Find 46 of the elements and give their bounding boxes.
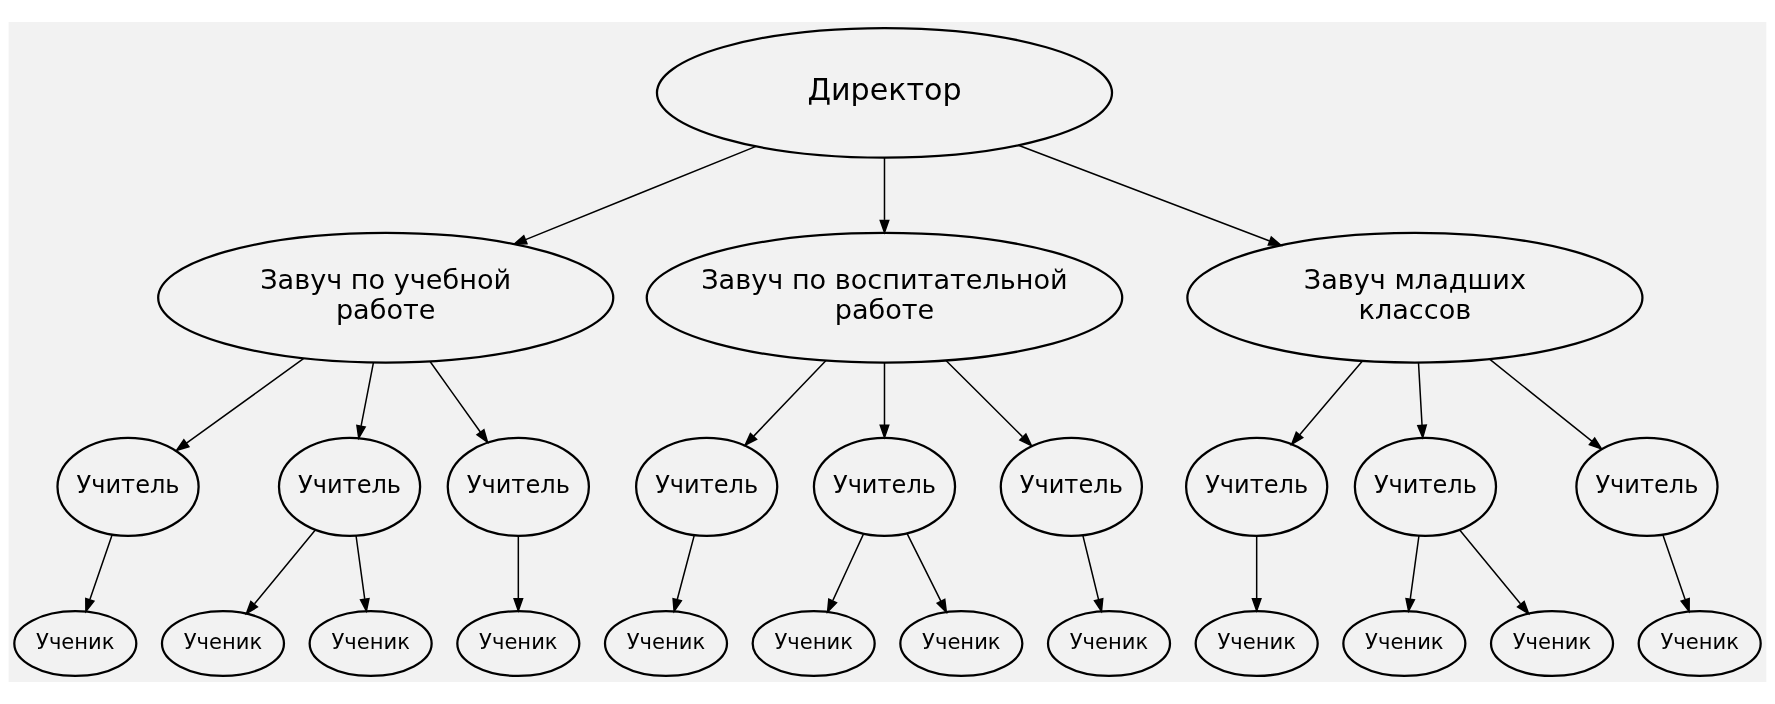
arrow <box>945 359 1034 448</box>
arrow <box>1662 534 1690 614</box>
node-ellipse: Ученик <box>1637 610 1762 678</box>
node-ellipse: Учитель <box>812 436 957 537</box>
node-ellipse: Ученик <box>13 610 138 678</box>
node-ellipse: Учитель <box>999 436 1144 537</box>
arrow <box>429 361 489 444</box>
arrow <box>906 532 948 615</box>
node-ellipse: Завуч младших классов <box>1186 231 1644 364</box>
arrow <box>174 357 305 452</box>
node-ellipse: Ученик <box>899 610 1024 678</box>
node-ellipse: Учитель <box>635 436 779 537</box>
arrow <box>513 535 524 614</box>
node-ellipse: Завуч по воспитательной работе <box>645 231 1124 364</box>
node-ellipse: Ученик <box>603 610 729 678</box>
arrow <box>1251 535 1262 614</box>
arrow <box>245 529 317 616</box>
arrow <box>356 362 375 441</box>
arrow <box>879 362 890 440</box>
arrow <box>743 359 827 447</box>
arrow <box>826 533 865 614</box>
arrow <box>1488 358 1604 451</box>
arrow <box>879 156 890 235</box>
arrow <box>1458 529 1530 616</box>
node-ellipse: Учитель <box>1184 436 1329 537</box>
arrow <box>1405 535 1420 614</box>
node-ellipse: Ученик <box>456 610 581 678</box>
node-ellipse: Ученик <box>308 610 433 678</box>
arrow <box>672 534 695 614</box>
node-ellipse: Ученик <box>160 610 286 678</box>
node-ellipse: Учитель <box>277 436 422 537</box>
arrow <box>1082 534 1104 614</box>
node-ellipse: Директор <box>655 26 1114 159</box>
arrow <box>1290 360 1363 446</box>
node-ellipse: Учитель <box>446 436 590 537</box>
arrow <box>85 534 113 614</box>
arrow <box>512 145 757 246</box>
arrow <box>355 535 370 614</box>
node-ellipse: Ученик <box>1046 610 1172 678</box>
node-ellipse: Ученик <box>1489 610 1615 678</box>
node-ellipse: Ученик <box>1342 610 1467 678</box>
node-ellipse: Учитель <box>1353 436 1498 537</box>
arrow <box>1416 362 1428 440</box>
node-ellipse: Ученик <box>1194 610 1319 678</box>
node-ellipse: Ученик <box>751 610 876 678</box>
arrow <box>1017 144 1284 247</box>
